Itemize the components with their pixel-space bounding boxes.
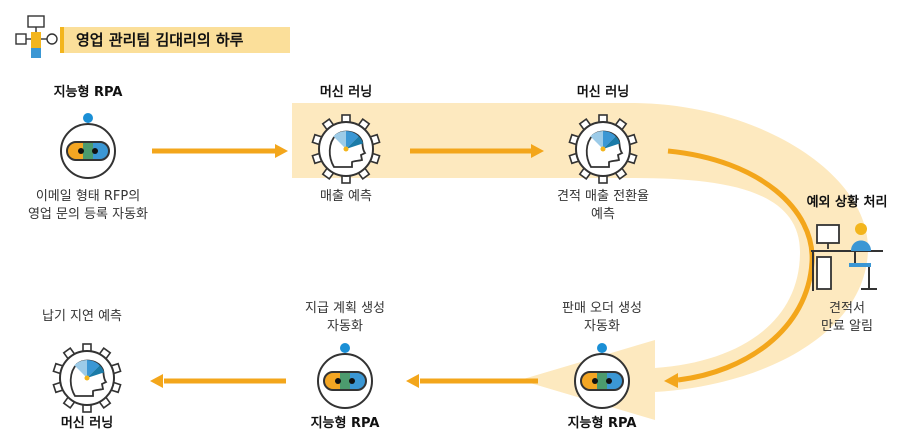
node-caption: 견적 매출 전환율 예측 [557,189,649,222]
person-head [855,223,867,235]
person-legs [849,263,871,267]
gauge-light [74,360,87,378]
node-heading: 머신 러닝 [319,85,373,100]
node-heading: 지능형 RPA [310,416,380,431]
page-title: 영업 관리팀 김대리의 하루 [76,31,244,49]
pill-green [79,142,97,160]
node-caption: 이메일 형태 RFP의 영업 문의 등록 자동화 [27,189,149,222]
flowchart-icon [15,15,58,58]
gauge-blue [87,360,100,378]
gauge-teal [346,136,364,149]
node-heading: 지능형 RPA [53,85,123,100]
gauge-blue [346,131,359,149]
gauge-teal [603,136,621,149]
pill-outline [66,141,110,161]
node-caption: 견적서 만료 알림 [821,301,873,334]
eye-left [78,148,84,154]
arrow-n5-n6 [406,374,538,388]
flow-band [292,103,869,420]
eye-left [592,378,598,384]
gauge-blue [603,131,616,149]
eye-left [335,378,341,384]
node-caption: 납기 지연 예측 [41,309,123,324]
rpa-bot-icon [574,343,630,409]
arrow-n1-n2 [152,144,288,158]
pill-green [336,372,354,390]
arrow-n2-n3 [410,144,544,158]
node-heading: 지능형 RPA [567,416,637,431]
machine-learning-head-icon [311,114,381,184]
eye-right [349,378,355,384]
node-heading: 머신 러닝 [60,416,114,431]
pill-green [593,372,611,390]
node-heading: 머신 러닝 [576,85,630,100]
node-caption: 지급 계획 생성 자동화 [304,301,386,334]
machine-learning-head-icon [568,114,638,184]
gauge-light [333,131,346,149]
gauge-pivot [84,375,90,381]
status-dot [340,343,350,353]
monitor [816,224,840,244]
status-dot [597,343,607,353]
node-caption: 판매 오더 생성 자동화 [561,301,643,334]
person-at-desk-icon [811,223,883,291]
rpa-bot-icon [317,343,373,409]
machine-learning-head-icon [52,343,122,413]
gauge-light [590,131,603,149]
pill-outline [323,371,367,391]
pill-outline [580,371,624,391]
gauge-pivot [600,146,606,152]
title-bar [60,27,290,53]
desk-drawer [816,256,832,290]
gauge-pivot [343,146,349,152]
eye-right [606,378,612,384]
node-heading: 예외 상황 처리 [806,195,888,210]
eye-right [92,148,98,154]
person-body [851,240,871,251]
rpa-bot-icon [60,113,116,179]
node-caption: 매출 예측 [320,189,372,204]
gauge-teal [87,365,105,378]
status-dot [83,113,93,123]
arrow-n6-n7 [150,374,286,388]
